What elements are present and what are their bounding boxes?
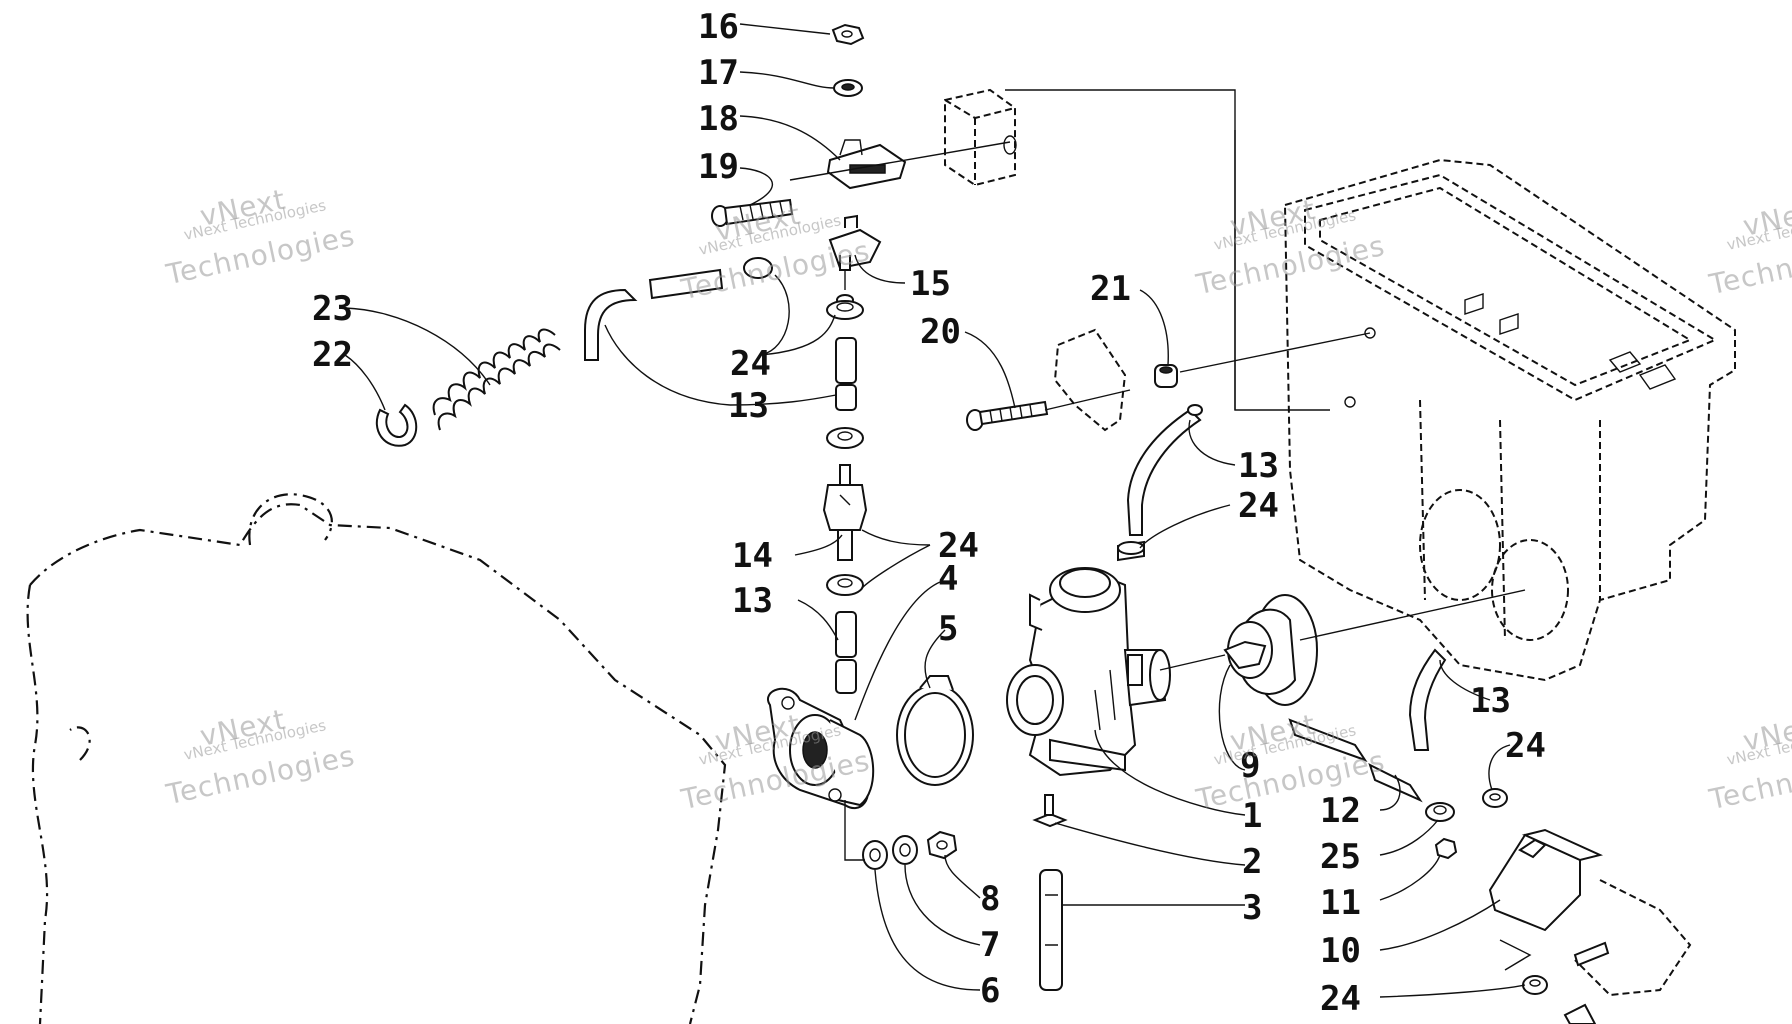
bracket-plate <box>1053 328 1127 432</box>
reference-bracket <box>1005 89 1330 411</box>
callout-14: 14 <box>732 536 773 576</box>
washer-6 <box>862 840 888 870</box>
screw-20 <box>966 400 1049 431</box>
callout-1: 1 <box>1242 796 1262 836</box>
callout-13-a: 13 <box>728 386 769 426</box>
nut-8 <box>926 830 958 860</box>
callout-16: 16 <box>698 7 739 47</box>
washer-17 <box>833 79 863 97</box>
center-line <box>1159 589 1526 671</box>
hose-clamp-5 <box>896 675 974 786</box>
callout-6: 6 <box>980 971 1000 1011</box>
clamp-24-right <box>1117 540 1145 562</box>
clamp-24-bottom <box>1522 975 1597 1024</box>
hose-13-lower <box>835 611 857 694</box>
callout-numbers: 16 17 18 19 15 23 22 24 13 21 20 13 24 1… <box>312 7 1546 1019</box>
callout-24-b: 24 <box>1238 486 1279 526</box>
callout-5: 5 <box>938 609 958 649</box>
callout-21: 21 <box>1090 269 1131 309</box>
callout-4: 4 <box>938 559 958 599</box>
fuel-filter-14 <box>822 464 868 561</box>
mounting-block <box>944 88 1017 187</box>
tube-3 <box>1039 869 1063 991</box>
spacer-21 <box>1154 364 1178 388</box>
watermark-1: vNext vNext Technologies Technologies <box>162 183 358 292</box>
callout-24-a: 24 <box>730 344 771 384</box>
airbox-outline <box>1283 158 1736 682</box>
callout-24-c: 24 <box>938 526 979 566</box>
callout-18: 18 <box>698 99 739 139</box>
callout-9: 9 <box>1240 746 1260 786</box>
leader-line <box>789 141 1011 181</box>
watermark-8: vNext vNext Technologies Technologies <box>1705 708 1792 817</box>
clamp-24-upper <box>743 257 864 320</box>
clip-22 <box>375 403 418 447</box>
callout-13-b: 13 <box>1238 446 1279 486</box>
callout-22: 22 <box>312 335 353 375</box>
callout-15: 15 <box>910 264 951 304</box>
screw-19 <box>711 198 794 227</box>
fuel-line-column <box>826 337 864 449</box>
callout-11: 11 <box>1320 883 1361 923</box>
callout-2: 2 <box>1242 842 1262 882</box>
leader-lines <box>344 23 1526 998</box>
engine-outline <box>26 493 727 1024</box>
callout-19: 19 <box>698 147 739 187</box>
hose-13-pump <box>1408 648 1447 751</box>
washer-7 <box>892 835 918 865</box>
watermark-2: vNext vNext Technologies Technologies <box>677 198 873 307</box>
callout-23: 23 <box>312 289 353 329</box>
clamp-24-mid <box>826 574 864 596</box>
watermark-5: vNext vNext Technologies Technologies <box>162 703 358 812</box>
watermark-4: vNext vNext Technologies Technologies <box>1705 193 1792 302</box>
watermark-3: vNext vNext Technologies Technologies <box>1192 193 1388 302</box>
carburetor-1 <box>1006 567 1171 777</box>
callout-7: 7 <box>980 925 1000 965</box>
flange-adapter-4 <box>767 687 875 810</box>
callout-24-d: 24 <box>1505 726 1546 766</box>
callout-25: 25 <box>1320 837 1361 877</box>
nut-11 <box>1434 837 1458 860</box>
callout-8: 8 <box>980 879 1000 919</box>
callout-17: 17 <box>698 53 739 93</box>
clamp-25 <box>1425 802 1455 822</box>
nut-16 <box>831 23 865 46</box>
callout-12: 12 <box>1320 791 1361 831</box>
air-boot-9 <box>1223 594 1318 706</box>
leader-line-20 <box>1044 332 1371 411</box>
callout-20: 20 <box>920 312 961 352</box>
clamp-24-pump <box>1482 788 1508 808</box>
fuel-pump-10 <box>1488 828 1692 997</box>
spring-23 <box>432 328 561 431</box>
callout-10: 10 <box>1320 931 1361 971</box>
callout-13-d: 13 <box>1470 681 1511 721</box>
callout-3: 3 <box>1242 888 1262 928</box>
hose-13-right <box>1126 404 1203 536</box>
callout-13-c: 13 <box>732 581 773 621</box>
bracket-18 <box>826 139 907 190</box>
callout-24-e: 24 <box>1320 979 1361 1019</box>
pump-bracket-line <box>1499 939 1532 971</box>
jet-2 <box>1032 794 1068 828</box>
hose-13-upper <box>584 268 724 361</box>
